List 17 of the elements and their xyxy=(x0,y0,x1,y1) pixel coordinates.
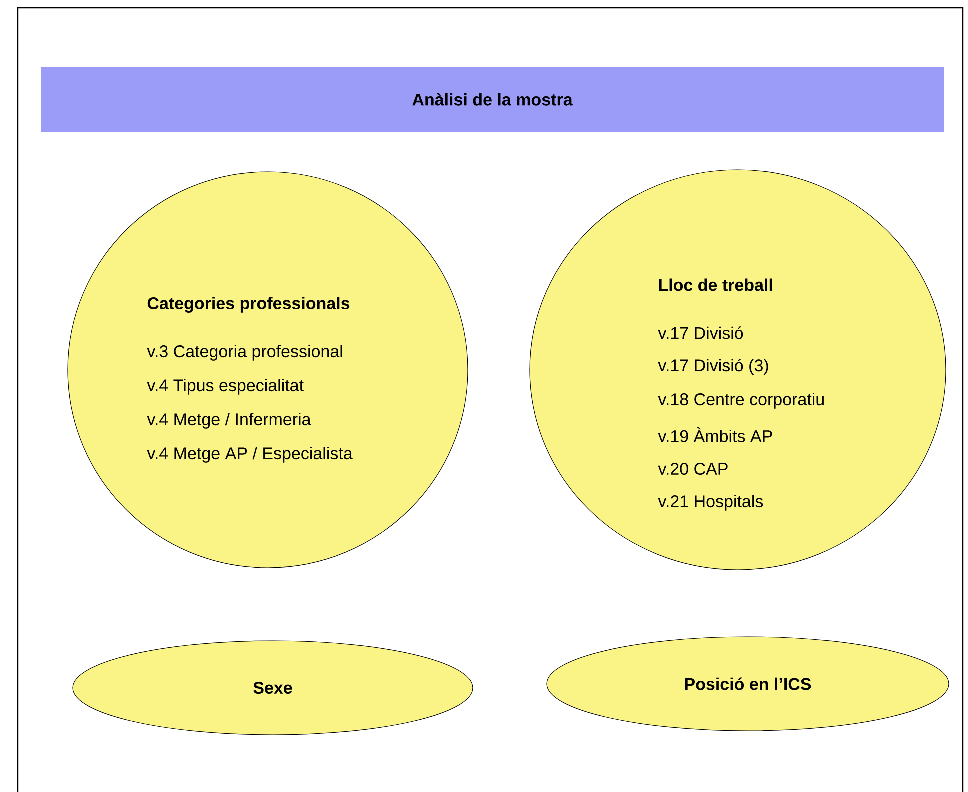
list-item: v.17 Divisió xyxy=(658,326,744,340)
topic-circle xyxy=(530,170,946,570)
heading: Lloc de treball xyxy=(659,278,772,292)
heading: Categories professionals xyxy=(148,297,350,313)
topic-circle xyxy=(68,172,468,568)
list-item: v.4 Tipus especialitat xyxy=(147,379,304,395)
title-banner: Anàlisi de la mostra xyxy=(41,67,944,132)
list-item: v.20 CAP xyxy=(658,462,728,476)
topic-oval: Sexe xyxy=(72,640,474,736)
list-item: v.18 Centre corporatiu xyxy=(658,393,824,409)
list-item: v.3 Categoria professional xyxy=(147,345,342,361)
list-item: v.21 Hospitals xyxy=(658,495,764,511)
list-item: v.17 Divisió (3) xyxy=(658,359,768,376)
list-item: v.19 Àmbits AP xyxy=(658,428,772,442)
list-item: v.4 Metge / Infermeria xyxy=(147,413,312,429)
topic-oval: Posició en l’ICS xyxy=(546,636,950,732)
list-item: v.4 Metge AP / Especialista xyxy=(147,447,353,463)
